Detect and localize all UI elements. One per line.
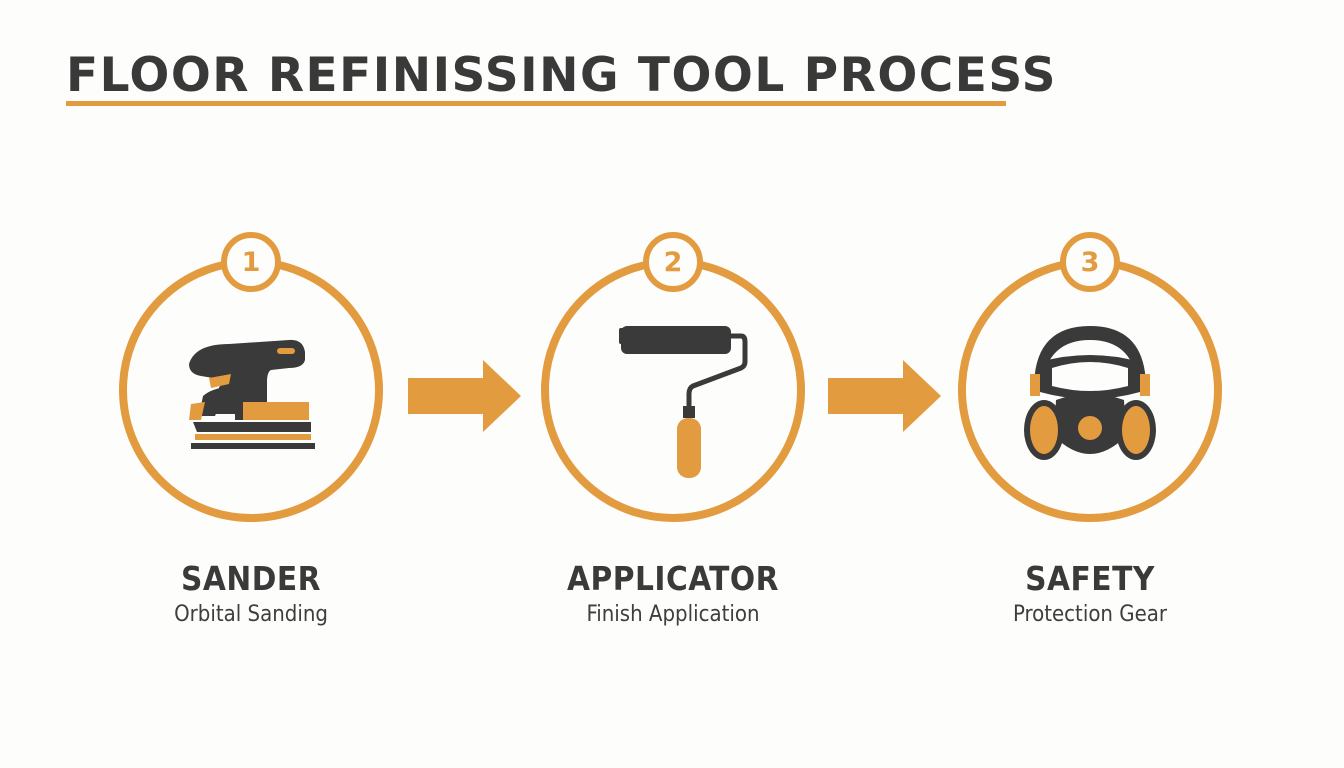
step-title: SAFETY [1025,559,1155,598]
step-number-badge: 3 [1060,232,1120,292]
step-safety: 3 SAFETY Protection Gear [955,232,1235,652]
step-title: APPLICATOR [567,559,779,598]
step-subtitle: Protection Gear [1012,602,1168,627]
step-applicator: 2 APPLICATOR Finish Application [538,232,818,652]
step-number-badge: 1 [221,232,281,292]
step-subtitle: Finish Application [586,602,760,627]
step-sander: 1 SANDER Orbital Sanding [116,232,396,652]
title-underline [66,101,1006,106]
step-subtitle: Orbital Sanding [174,602,328,627]
respirator-mask-icon [1024,326,1156,460]
paint-roller-icon [619,326,748,478]
step-number-badge: 2 [643,232,703,292]
step-title: SANDER [180,559,321,598]
arrow-right-icon [408,360,521,432]
orbital-sander-icon [189,339,315,449]
arrow-right-icon [828,360,941,432]
step-circle [541,258,805,522]
page-title: FLOOR REFINISSING TOOL PROCESS [66,48,1057,103]
